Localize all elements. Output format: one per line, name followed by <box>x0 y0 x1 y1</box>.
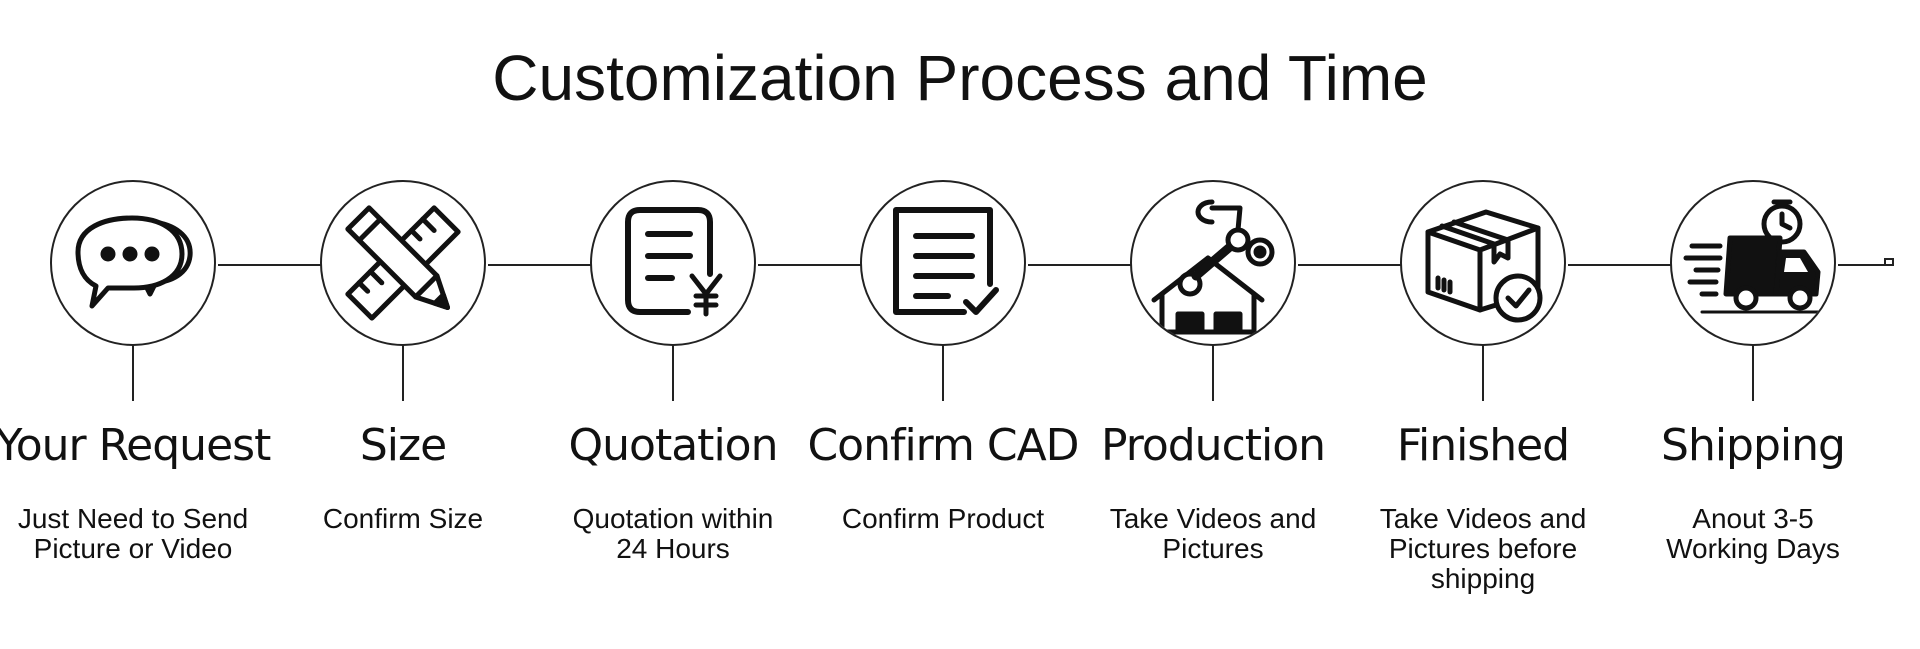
step-production: Production Take Videos and Pictures <box>1070 0 1360 649</box>
step-description-line: Confirm Size <box>322 503 484 534</box>
step-description-line: Take Videos and <box>1109 503 1317 534</box>
connector-line <box>488 264 593 266</box>
step-quotation: Quotation Quotation within 24 Hours <box>530 0 820 649</box>
step-title: Size <box>359 420 447 471</box>
factory-robot-arm-icon <box>1151 199 1275 335</box>
step-description-line: Quotation within <box>572 503 774 534</box>
step-circle <box>860 180 1026 346</box>
step-description: Just Need to Send Picture or Video <box>0 504 276 564</box>
step-circle <box>1130 180 1296 346</box>
step-circle <box>1670 180 1836 346</box>
connector-line <box>1568 264 1673 266</box>
step-description-line: shipping <box>1430 563 1536 594</box>
step-title: Your Request <box>0 420 271 471</box>
pencil-ruler-icon <box>345 205 461 321</box>
connector-line <box>218 264 323 266</box>
step-size: Size Confirm Size <box>260 0 550 649</box>
step-description-line: Just Need to Send <box>17 503 249 534</box>
chat-bubbles-icon <box>75 215 193 309</box>
step-stem-line <box>132 345 134 401</box>
step-description-line: Picture or Video <box>33 533 233 564</box>
connector-line <box>1028 264 1133 266</box>
step-description: Confirm Product <box>800 504 1086 534</box>
step-description-line: 24 Hours <box>616 533 730 564</box>
step-shipping: Shipping Anout 3-5 Working Days <box>1610 0 1900 649</box>
step-circle <box>590 180 756 346</box>
step-your-request: Your Request Just Need to Send Picture o… <box>0 0 280 649</box>
step-finished: Finished Take Videos and Pictures before… <box>1340 0 1630 649</box>
step-title: Confirm CAD <box>807 420 1079 471</box>
step-stem-line <box>942 345 944 401</box>
step-title: Production <box>1100 420 1326 471</box>
step-circle <box>1400 180 1566 346</box>
step-stem-line <box>1482 345 1484 401</box>
connector-line <box>1298 264 1403 266</box>
step-circle <box>320 180 486 346</box>
connector-line <box>1838 264 1886 266</box>
step-description: Confirm Size <box>260 504 546 534</box>
quotation-document-yen-icon <box>625 207 723 317</box>
step-stem-line <box>672 345 674 401</box>
step-confirm-cad: Confirm CAD Confirm Product <box>800 0 1090 649</box>
connector-line <box>758 264 863 266</box>
step-description-line: Pictures <box>1162 533 1264 564</box>
delivery-truck-icon <box>1683 199 1824 314</box>
step-stem-line <box>1752 345 1754 401</box>
step-description-line: Working Days <box>1666 533 1840 564</box>
document-check-icon <box>893 207 999 315</box>
step-circle <box>50 180 216 346</box>
step-stem-line <box>1212 345 1214 401</box>
step-description-line: Anout 3-5 <box>1692 503 1814 534</box>
step-title: Finished <box>1396 420 1570 471</box>
step-description-line: Take Videos and <box>1379 503 1587 534</box>
package-check-icon <box>1425 209 1543 323</box>
step-description-line: Confirm Product <box>841 503 1045 534</box>
step-description: Quotation within 24 Hours <box>530 504 816 564</box>
step-stem-line <box>402 345 404 401</box>
line-end-cap <box>1884 258 1894 266</box>
step-description: Take Videos and Pictures before shipping <box>1340 504 1626 594</box>
page-title: Customization Process and Time <box>492 42 1428 114</box>
step-description-line: Pictures before <box>1388 533 1578 564</box>
step-description: Anout 3-5 Working Days <box>1610 504 1896 564</box>
step-title: Quotation <box>568 420 779 471</box>
step-description: Take Videos and Pictures <box>1070 504 1356 564</box>
step-title: Shipping <box>1661 420 1846 471</box>
